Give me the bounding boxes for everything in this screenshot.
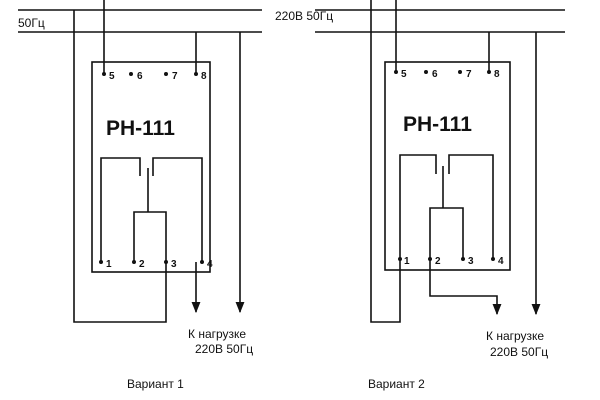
common-loop — [133, 211, 167, 262]
terminal-7-label: 7 — [466, 69, 472, 80]
supply-label: 50Гц — [18, 16, 45, 30]
outer-loop-wire — [73, 10, 167, 323]
contact-left-lead — [100, 157, 141, 262]
terminal-8-label: 8 — [494, 69, 500, 80]
terminal-dot — [132, 260, 136, 264]
terminal-2-label: 2 — [139, 259, 145, 270]
load-label-line2: 220В 50Гц — [490, 345, 548, 359]
terminal-6-label: 6 — [432, 69, 438, 80]
terminal-5-label: 5 — [401, 69, 407, 80]
outer-loop-wire — [370, 0, 401, 323]
contact-right-lead — [448, 154, 494, 259]
supply-label: 220В 50Гц — [275, 9, 333, 23]
terminal-6-label: 6 — [137, 71, 143, 82]
contact-left-lead — [399, 154, 437, 259]
load-label-line2: 220В 50Гц — [195, 342, 253, 356]
load-label-line1: К нагрузке — [486, 329, 544, 343]
device-label: РН-111 — [106, 117, 175, 140]
relay-box — [91, 61, 211, 273]
terminal-8-label: 8 — [201, 71, 207, 82]
load-arrow-1 — [429, 259, 502, 316]
terminal-dot — [99, 260, 103, 264]
variant-label: Вариант 2 — [368, 377, 425, 391]
terminal-3-label: 3 — [171, 259, 177, 270]
variant-2-diagram: 220В 50Гц РН-111 5 6 7 8 1 2 3 4 — [275, 0, 565, 391]
variant-1-diagram: 50Гц РН-111 5 6 7 8 1 2 3 4 — [18, 0, 262, 391]
device-label: РН-111 — [403, 113, 472, 136]
terminal-dot — [424, 70, 428, 74]
terminal-4-label: 4 — [498, 256, 504, 267]
terminal-7-label: 7 — [172, 71, 178, 82]
terminal-dot — [461, 257, 465, 261]
terminal-1-label: 1 — [404, 256, 410, 267]
terminal-3-label: 3 — [468, 256, 474, 267]
terminal-dot — [491, 257, 495, 261]
contact-right-lead — [152, 157, 203, 262]
terminal-4-label: 4 — [207, 259, 213, 270]
terminal-dot — [164, 72, 168, 76]
load-label-line1: К нагрузке — [188, 327, 246, 341]
common-loop — [429, 207, 464, 259]
terminal-1-label: 1 — [106, 259, 112, 270]
variant-label: Вариант 1 — [127, 377, 184, 391]
terminal-dot — [458, 70, 462, 74]
terminal-2-label: 2 — [435, 256, 441, 267]
terminal-5-label: 5 — [109, 71, 115, 82]
terminal-dot — [129, 72, 133, 76]
terminal-dot — [200, 260, 204, 264]
relay-box — [384, 61, 511, 271]
